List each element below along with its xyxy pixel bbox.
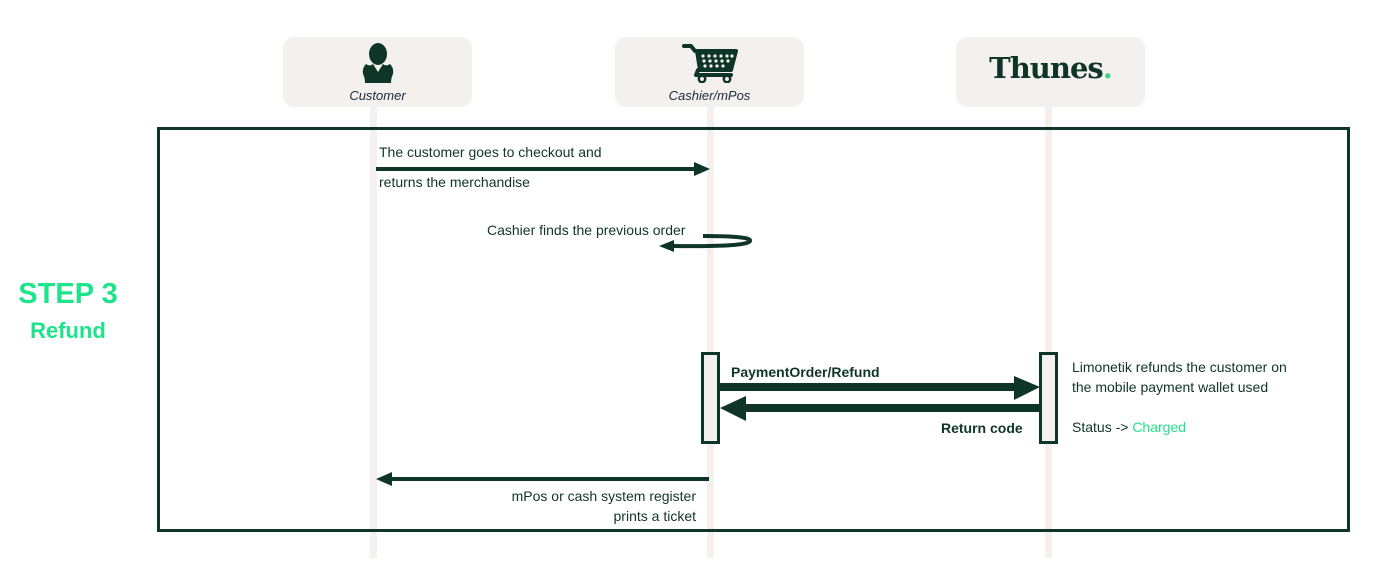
note-line2: the mobile payment wallet used bbox=[1072, 379, 1269, 395]
thunes-lifeline bbox=[1045, 107, 1052, 558]
message-m1-line2: returns the merchandise bbox=[379, 174, 530, 190]
note-status: Status -> Charged bbox=[1072, 417, 1186, 437]
note-status-prefix: Status -> bbox=[1072, 419, 1133, 435]
thunes-logo-text: Thunes bbox=[989, 51, 1104, 85]
message-m1-line1: The customer goes to checkout and bbox=[379, 144, 602, 160]
step-subtitle: Refund bbox=[30, 318, 106, 343]
person-icon bbox=[362, 43, 393, 83]
message-m4: Return code bbox=[941, 420, 1023, 436]
arrow-m2-self bbox=[659, 234, 752, 252]
actor-thunes: Thunes. bbox=[956, 37, 1145, 107]
arrow-m3 bbox=[717, 376, 1040, 400]
cashier-lifeline bbox=[707, 107, 714, 558]
note-line1: Limonetik refunds the customer on bbox=[1072, 359, 1287, 375]
arrow-m5 bbox=[376, 472, 709, 486]
arrow-m4 bbox=[720, 396, 1040, 421]
message-m5-line1: mPos or cash system register bbox=[511, 488, 696, 504]
step-title: STEP 3 bbox=[18, 278, 118, 310]
actor-label-customer: Customer bbox=[349, 88, 406, 103]
actor-cashier: Cashier/mPos bbox=[615, 37, 804, 107]
thunes-logo: Thunes. bbox=[956, 51, 1145, 85]
note-status-value: Charged bbox=[1132, 419, 1187, 435]
message-m2: Cashier finds the previous order bbox=[487, 222, 686, 238]
message-m5-line2: prints a ticket bbox=[613, 508, 696, 524]
cashier-activation-box bbox=[701, 352, 720, 444]
step-frame bbox=[157, 127, 1350, 532]
thunes-activation-box bbox=[1039, 352, 1058, 444]
arrow-m1 bbox=[376, 162, 710, 176]
customer-lifeline bbox=[370, 107, 377, 558]
actor-label-cashier: Cashier/mPos bbox=[668, 88, 751, 103]
shopping-cart-icon bbox=[681, 44, 738, 83]
actor-customer: Customer bbox=[283, 37, 472, 107]
message-m3: PaymentOrder/Refund bbox=[731, 364, 880, 380]
thunes-logo-dot: . bbox=[1102, 51, 1113, 85]
